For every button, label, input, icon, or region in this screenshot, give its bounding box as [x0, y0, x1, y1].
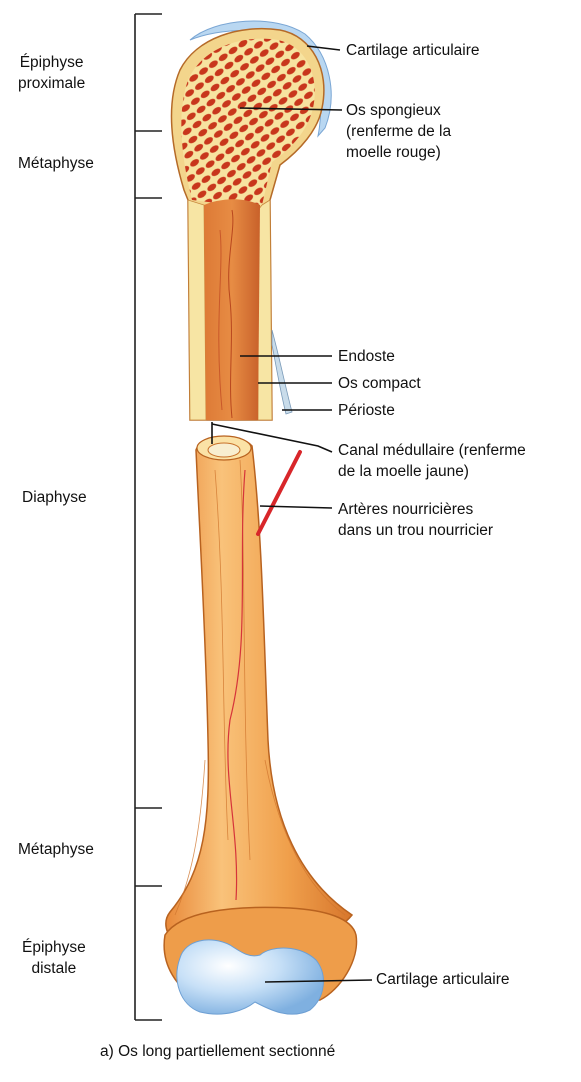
- nutrient-vessel: [227, 469, 246, 901]
- spongy-bone-area: [181, 38, 315, 205]
- label-metaphyse-bottom: Métaphyse: [18, 841, 94, 858]
- medullary-cavity-upper: [204, 199, 260, 420]
- label-perioste: Périoste: [338, 402, 395, 419]
- label-metaphyse-top: Métaphyse: [18, 155, 94, 172]
- distal-cartilage: [176, 939, 324, 1015]
- label-cartilage-bottom: Cartilage articulaire: [376, 971, 510, 988]
- compact-bone-left: [187, 199, 207, 421]
- label-os-compact: Os compact: [338, 375, 421, 392]
- label-diaphyse: Diaphyse: [22, 489, 87, 506]
- label-epiphyse-distale: Épiphyse distale: [22, 939, 86, 977]
- label-cartilage-top: Cartilage articulaire: [346, 42, 480, 59]
- label-epiphyse-proximale: Épiphyse proximale: [18, 54, 86, 92]
- label-endoste: Endoste: [338, 348, 395, 365]
- diaphysis-shaft: [165, 436, 354, 951]
- label-os-spongieux: Os spongieux (renferme de la moelle roug…: [346, 102, 452, 161]
- nutrient-artery: [256, 450, 302, 536]
- leader-lines: [211, 45, 373, 983]
- figure-caption: a) Os long partiellement sectionné: [100, 1043, 336, 1060]
- periosteum-flap: [271, 329, 293, 415]
- label-arteres: Artères nourricières dans un trou nourri…: [338, 501, 494, 539]
- compact-bone-right: [257, 199, 273, 421]
- region-bracket: [134, 13, 162, 1021]
- label-canal-medullaire: Canal médullaire (renferme de la moelle …: [338, 442, 526, 480]
